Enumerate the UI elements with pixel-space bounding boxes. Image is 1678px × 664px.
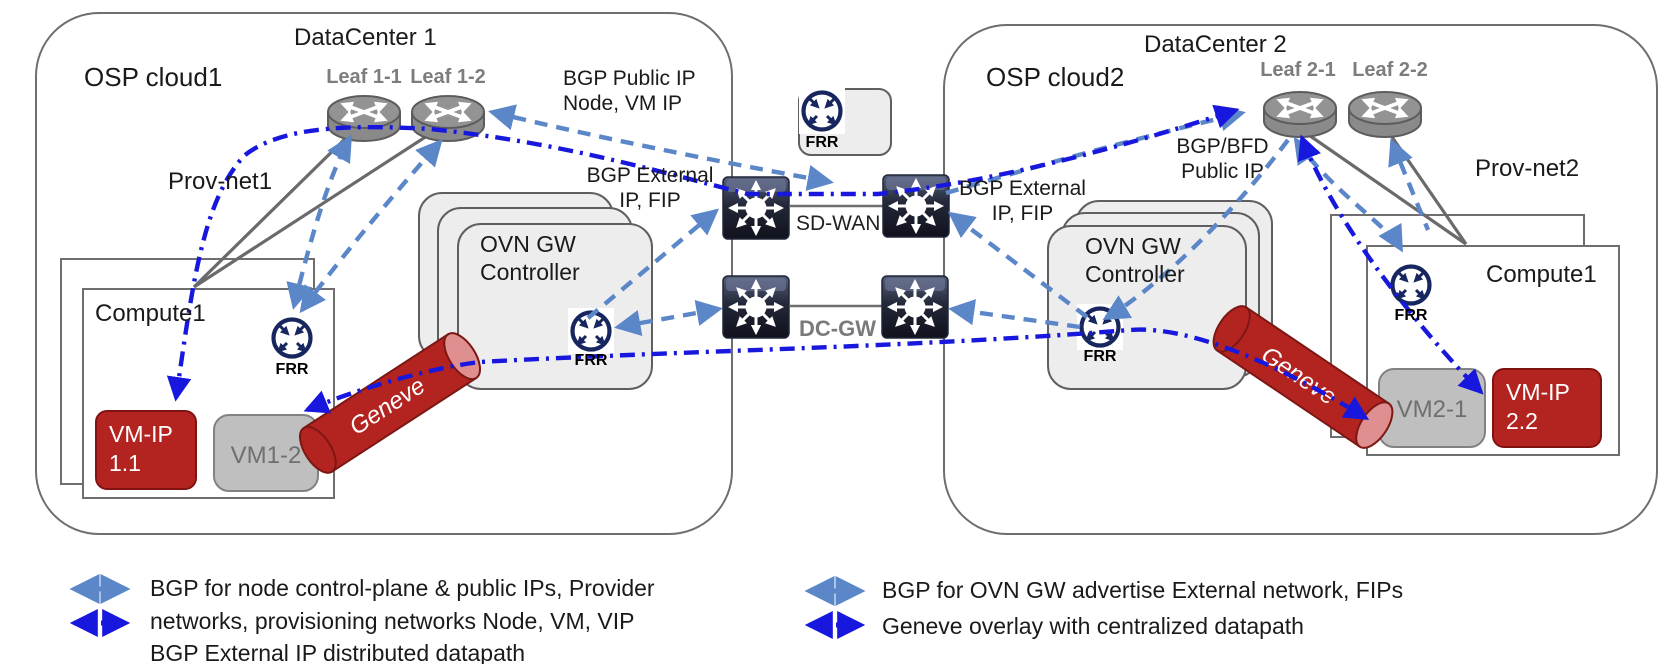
leaf-1-2-label: Leaf 1-2 <box>410 66 486 88</box>
flow-ovnfrr2-dcgw <box>948 299 1081 330</box>
bgp-bfd-line2: Public IP <box>1181 160 1264 184</box>
flow-compute2-leaf2-2 <box>1388 138 1431 231</box>
frr-icon-compute-dc2 <box>1388 262 1434 308</box>
flow-vmip11-leaf2-1 <box>166 104 1240 402</box>
vm-ip-1-1-box: VM-IP 1.1 <box>95 410 197 490</box>
legend-left-line3: BGP External IP distributed datapath <box>150 640 526 664</box>
bgp-ext-right-line1: BGP External <box>959 177 1086 200</box>
sdwan-switch-left-icon <box>723 177 789 239</box>
leaf-2-2-label: Leaf 2-2 <box>1352 59 1428 81</box>
frr-icon-core <box>799 88 845 134</box>
legend-left-line2: networks, provisioning networks Node, VM… <box>150 608 635 634</box>
frr-label-ovngw-dc2: FRR <box>1083 348 1117 365</box>
geneve-tunnel-dc1: Geneve <box>299 332 481 474</box>
compute1-dc1-label: Compute1 <box>95 300 206 327</box>
bgp-ext-right-line2: IP, FIP <box>991 202 1054 226</box>
link-compute1-leaf1-1 <box>192 130 354 289</box>
vm1-2-label: VM1-2 <box>230 442 302 469</box>
bgp-ext-left-line1: BGP External <box>586 164 714 187</box>
bgp-public-line1: BGP Public IP <box>563 67 696 90</box>
vm-ip-1-1-name: VM-IP <box>109 421 173 447</box>
vm-ip-2-2-addr: 2.2 <box>1506 408 1538 434</box>
flow-leaf2-1-vmip22 <box>1297 134 1484 395</box>
prov-net2-label: Prov-net2 <box>1475 155 1580 182</box>
leaf-1-1-label: Leaf 1-1 <box>326 66 402 88</box>
dcgw-switch-right-icon <box>882 276 948 338</box>
flow-leaf2-1-computefrr2 <box>1293 136 1403 253</box>
ovn-gw-line1-dc2: OVN GW <box>1085 233 1181 259</box>
leaf-1-1-icon <box>328 96 400 141</box>
flow-geneve-overlay <box>303 327 1370 420</box>
bgp-external-left-annotation: BGP External IP, FIP <box>580 163 720 213</box>
geneve-tunnel-dc2: Geneve <box>1212 305 1394 449</box>
bgp-bfd-annotation: BGP/BFD Public IP <box>1155 134 1290 184</box>
bgp-bfd-line1: BGP/BFD <box>1176 135 1269 158</box>
dc-gw-label: DC-GW <box>799 316 876 341</box>
legend-arrows <box>69 574 866 639</box>
flow-frr1-leaf1-2 <box>299 139 443 314</box>
flow-ovnfrr2-sdwan <box>947 211 1089 319</box>
datacenter2-title: DataCenter 2 <box>1144 31 1287 58</box>
dcgw-switch-left-icon <box>723 276 789 338</box>
bgp-public-ip-annotation: BGP Public IP Node, VM IP <box>563 66 696 116</box>
ovn-gw-line2-dc2: Controller <box>1085 260 1185 287</box>
bgp-public-line2: Node, VM IP <box>563 92 683 116</box>
flow-ovnfrr1-sdwan <box>586 208 720 320</box>
bgp-ext-left-line2: IP, FIP <box>619 189 681 213</box>
legend-right-line1: BGP for OVN GW advertise External networ… <box>882 577 1404 603</box>
bgp-external-right-annotation: BGP External IP, FIP <box>950 176 1095 226</box>
frr-label-ovngw-dc1: FRR <box>574 352 608 369</box>
vm2-1-label: VM2-1 <box>1396 396 1468 423</box>
compute1-dc2-label: Compute1 <box>1486 261 1597 288</box>
frr-icon-compute-dc1 <box>269 315 315 361</box>
geneve-dashdot-flows <box>166 104 1484 420</box>
osp-cloud2-label: OSP cloud2 <box>986 62 1125 92</box>
frr-label-compute-dc2: FRR <box>1394 307 1428 324</box>
ovn-gw-title-dc2: OVN GW Controller <box>1085 233 1185 288</box>
vm-ip-1-1-addr: 1.1 <box>109 450 141 476</box>
frr-label-compute-dc1: FRR <box>275 361 309 378</box>
ovn-gw-title-dc1: OVN GW Controller <box>480 231 580 286</box>
datacenter1-title: DataCenter 1 <box>294 24 437 51</box>
prov-net1-label: Prov-net1 <box>168 168 273 195</box>
sd-wan-label: SD-WAN <box>796 212 881 235</box>
vm-ip-2-2-name: VM-IP <box>1506 379 1570 405</box>
ovn-gw-line2-dc1: Controller <box>480 258 580 285</box>
flow-ovnfrr1-dcgw <box>614 299 723 337</box>
leaf-2-2-icon <box>1349 92 1421 137</box>
osp-cloud1-label: OSP cloud1 <box>84 62 223 92</box>
leaf-2-1-label: Leaf 2-1 <box>1260 59 1336 81</box>
leaf-2-1-icon <box>1264 92 1336 137</box>
legend-left-line1: BGP for node control-plane & public IPs,… <box>150 575 655 601</box>
ovn-gw-line1-dc1: OVN GW <box>480 231 576 257</box>
frr-label-core: FRR <box>805 134 839 151</box>
link-compute1-leaf1-2 <box>193 132 431 289</box>
legend-right-line2: Geneve overlay with centralized datapath <box>882 613 1304 639</box>
vm-ip-2-2-box: VM-IP 2.2 <box>1492 368 1602 448</box>
